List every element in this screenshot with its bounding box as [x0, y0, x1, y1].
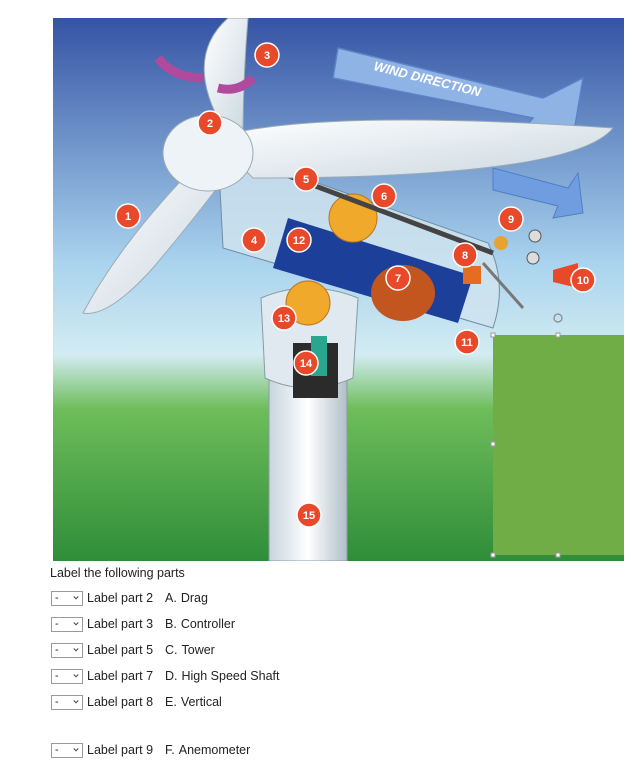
callout-circle-8: [452, 242, 478, 268]
label-row: - Label part 7 D.High Speed Shaft: [51, 667, 280, 685]
callout-circle-15: [296, 502, 322, 528]
select-value: -: [55, 670, 59, 682]
answer-overlay-box[interactable]: [490, 313, 624, 558]
wind-turbine-diagram: WIND DIRECTION: [53, 18, 624, 561]
option-letter: C.: [165, 643, 178, 657]
callout-number-8: 8: [462, 250, 468, 262]
callout-number-9: 9: [508, 214, 514, 226]
callout-circle-5: [293, 166, 319, 192]
callout-number-15: 15: [303, 510, 315, 522]
chevron-down-icon: [73, 700, 79, 704]
callout-circle-1: [115, 203, 141, 229]
callout-circle-6: [371, 183, 397, 209]
select-value: -: [55, 618, 59, 630]
chevron-down-icon: [73, 596, 79, 600]
callout-number-13: 13: [278, 313, 290, 325]
option-text: Controller: [180, 617, 235, 631]
option-letter: F.: [165, 743, 175, 757]
part-label: Label part 7: [87, 669, 154, 683]
option-text: Drag: [180, 591, 208, 605]
option-letter: A.: [165, 591, 177, 605]
callout-circle-14: [293, 350, 319, 376]
chevron-down-icon: [73, 748, 79, 752]
label-row: - Label part 2 A.Drag: [51, 589, 208, 607]
option-text: Vertical: [180, 695, 222, 709]
rotation-arrows: [154, 55, 257, 94]
callout-number-11: 11: [461, 337, 473, 349]
instructions: Label the following parts: [50, 566, 185, 580]
option-letter: E.: [165, 695, 177, 709]
answer-select[interactable]: -: [51, 668, 83, 684]
answer-select[interactable]: -: [51, 590, 83, 606]
callout-circle-12: [286, 227, 312, 253]
callout-number-7: 7: [395, 273, 401, 285]
callout-number-12: 12: [293, 235, 305, 247]
callout-circle-10: [570, 267, 596, 293]
select-value: -: [55, 644, 59, 656]
label-row: - Label part 9 F.Anemometer: [51, 741, 250, 759]
callout-number-5: 5: [303, 174, 309, 186]
chevron-down-icon: [73, 674, 79, 678]
callout-number-3: 3: [264, 50, 270, 62]
label-row: - Label part 8 E.Vertical: [51, 693, 222, 711]
callout-number-4: 4: [251, 235, 258, 247]
option-letter: D.: [165, 669, 178, 683]
callout-circle-4: [241, 227, 267, 253]
callout-circle-9: [498, 206, 524, 232]
callout-number-14: 14: [300, 358, 313, 370]
callout-circle-13: [271, 305, 297, 331]
callout-circle-11: [454, 329, 480, 355]
callout-number-1: 1: [125, 211, 131, 223]
answer-select[interactable]: -: [51, 694, 83, 710]
callout-number-10: 10: [577, 275, 589, 287]
part-label: Label part 5: [87, 643, 154, 657]
select-value: -: [55, 592, 59, 604]
part-label: Label part 9: [87, 743, 154, 757]
select-value: -: [55, 696, 59, 708]
option-text: Tower: [181, 643, 215, 657]
select-value: -: [55, 744, 59, 756]
rotor-blades: [82, 18, 614, 314]
answer-select[interactable]: -: [51, 642, 83, 658]
answer-select[interactable]: -: [51, 616, 83, 632]
callout-circle-2: [197, 110, 223, 136]
part-label: Label part 8: [87, 695, 154, 709]
label-row: - Label part 5 C.Tower: [51, 641, 215, 659]
option-text: High Speed Shaft: [181, 669, 280, 683]
option-letter: B.: [165, 617, 177, 631]
callout-number-6: 6: [381, 191, 387, 203]
chevron-down-icon: [73, 648, 79, 652]
label-row: - Label part 3 B.Controller: [51, 615, 235, 633]
part-label: Label part 3: [87, 617, 154, 631]
callout-number-2: 2: [207, 118, 213, 130]
chevron-down-icon: [73, 622, 79, 626]
callout-circle-3: [254, 42, 280, 68]
callout-circle-7: [385, 265, 411, 291]
part-label: Label part 2: [87, 591, 154, 605]
answer-select[interactable]: -: [51, 742, 83, 758]
option-text: Anemometer: [178, 743, 251, 757]
